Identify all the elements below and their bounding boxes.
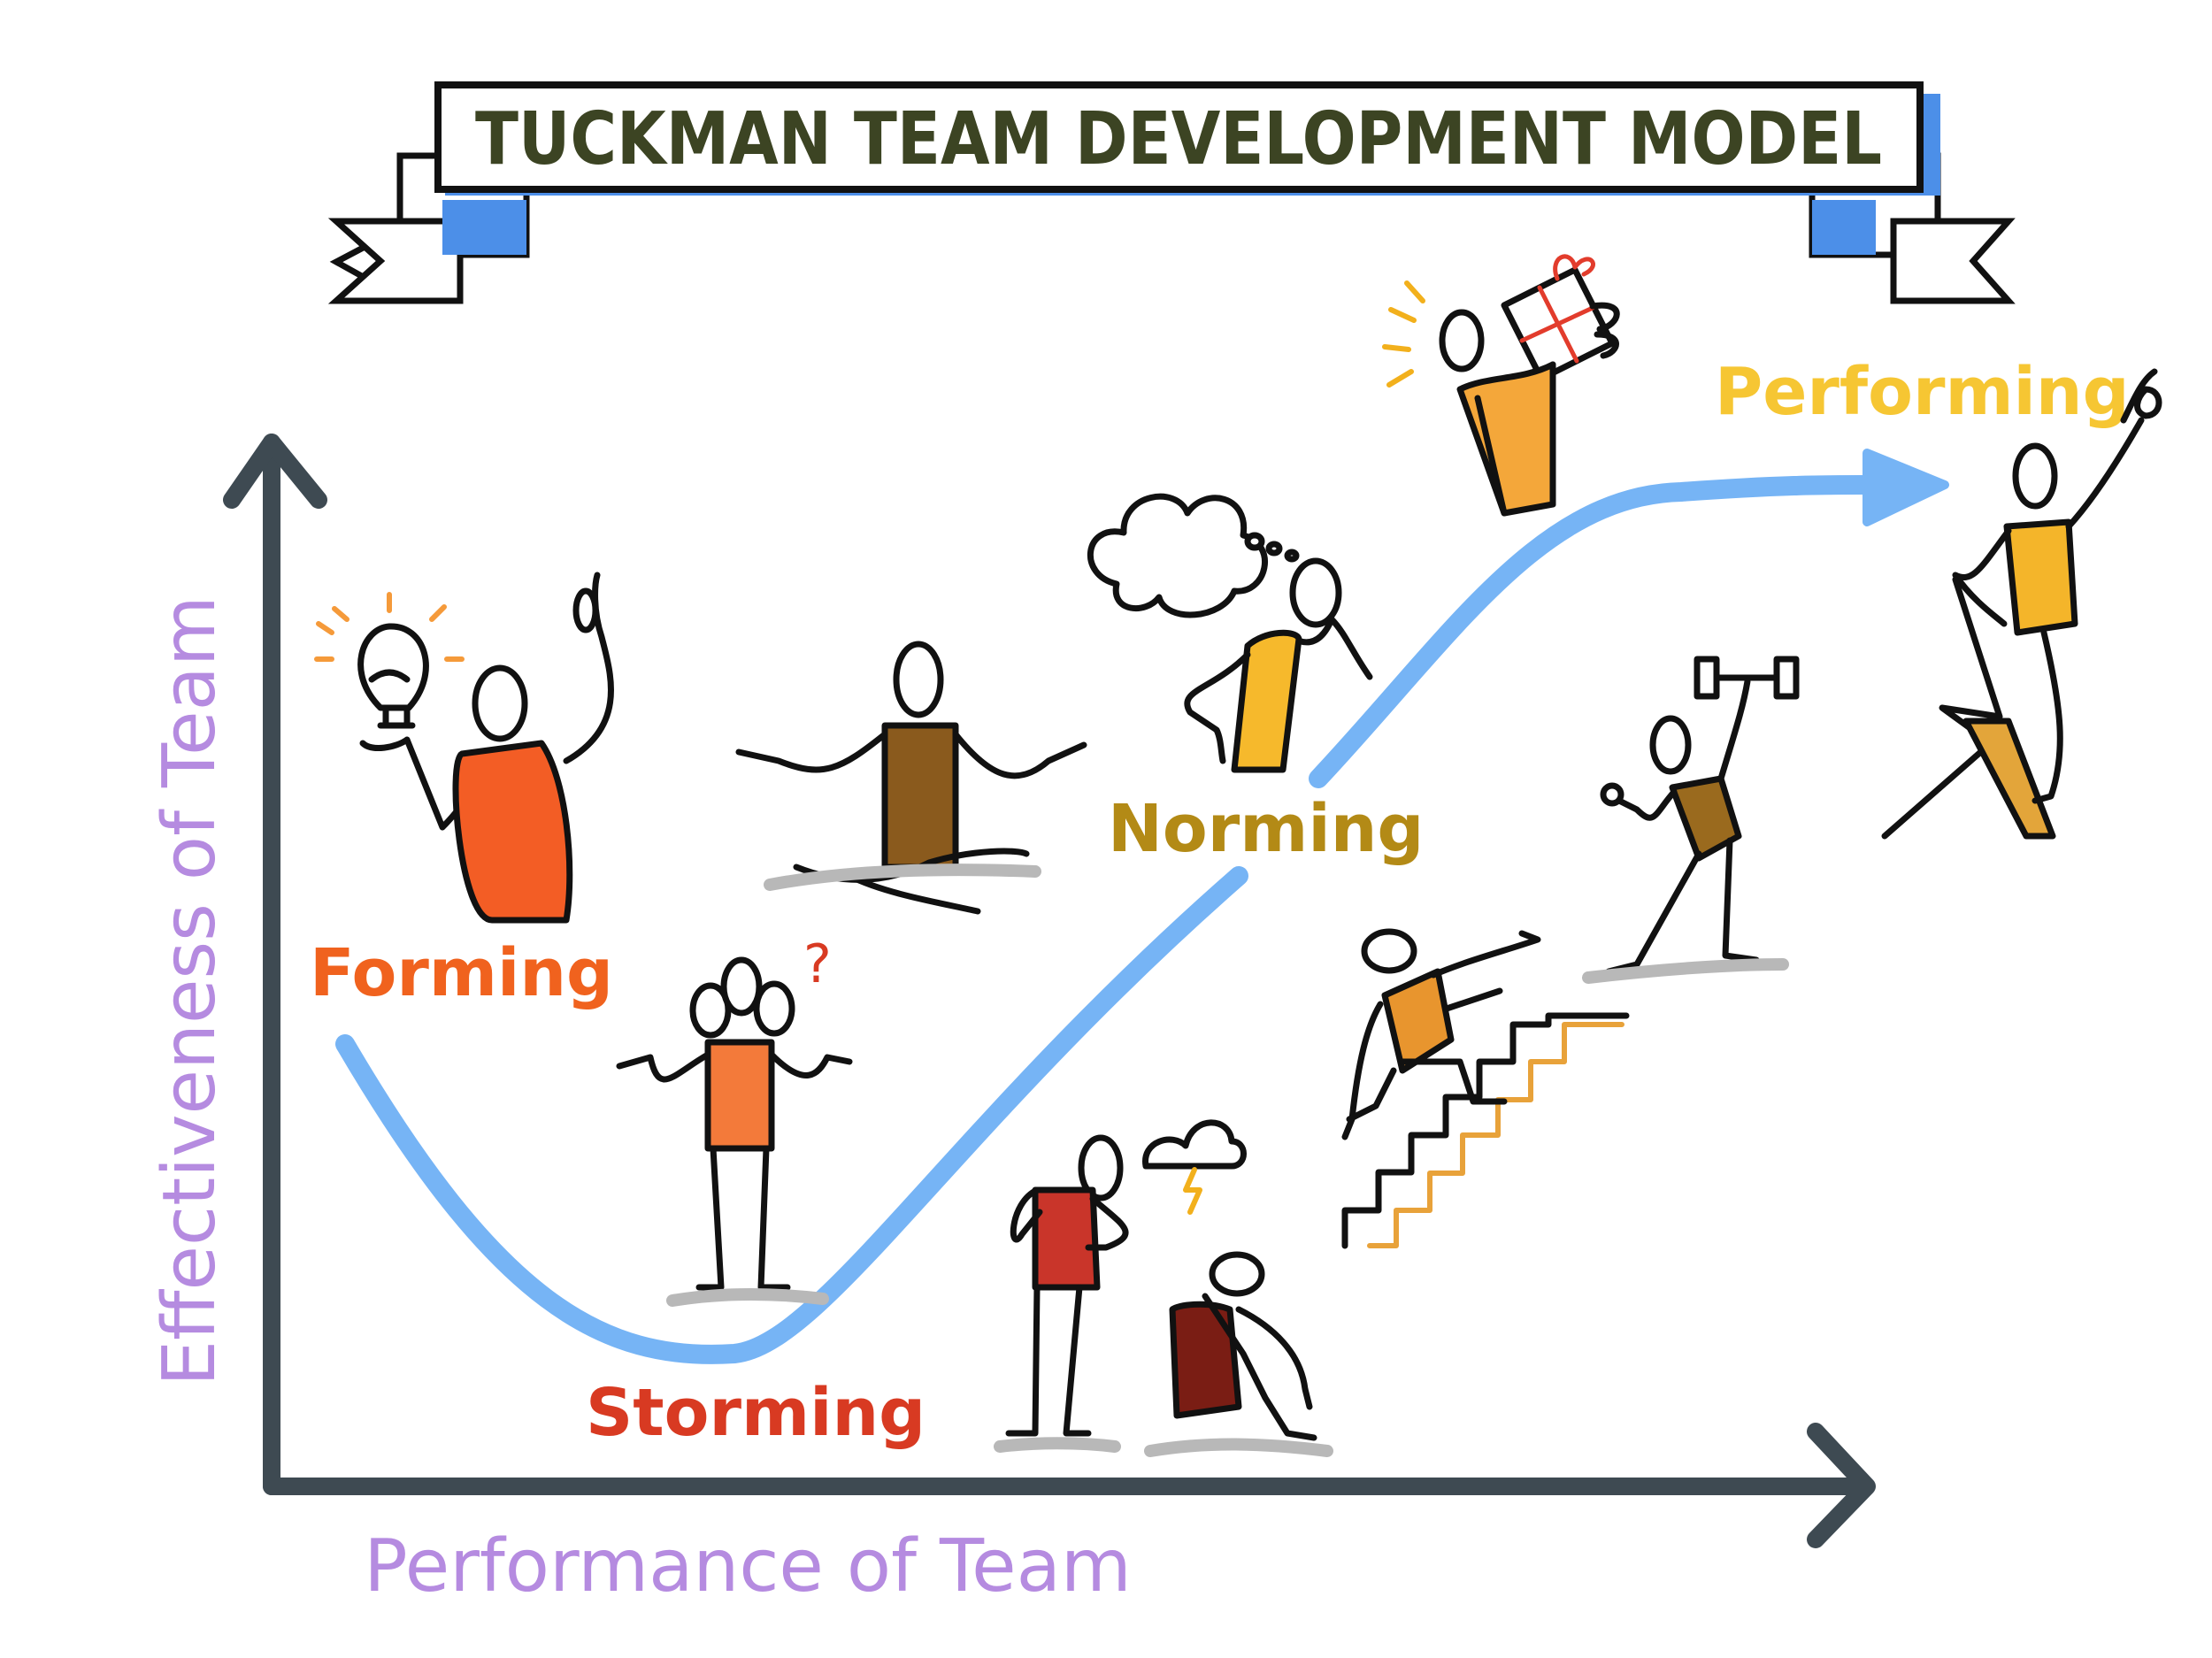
- figure-weights: [1582, 656, 1800, 984]
- title-banner: TUCKMAN TEAM DEVELOPMENT MODEL: [327, 81, 2016, 304]
- question-mark-icon: ?: [803, 933, 832, 995]
- figure-celebrating: [1881, 368, 2162, 840]
- thought-cloud-icon: [1087, 493, 1300, 618]
- lightbulb-icon: [314, 592, 465, 729]
- figure-thinking: [1087, 493, 1373, 773]
- figure-confused: ?: [616, 933, 853, 1307]
- stage-label-norming: Norming: [1108, 791, 1424, 867]
- stage-label-performing: Performing: [1715, 354, 2130, 430]
- development-curve: [335, 475, 1877, 1364]
- figure-climbing: [1341, 928, 1630, 1249]
- x-axis-label: Performance of Team: [364, 1524, 1132, 1608]
- stage-label-forming: Forming: [310, 935, 613, 1011]
- figure-frustrated: [994, 1119, 1247, 1453]
- figure-sad: [1144, 1251, 1333, 1457]
- figure-meditating: [735, 641, 1087, 915]
- stage-label-storming: Storming: [586, 1375, 926, 1451]
- gift-box-icon: [1501, 254, 1620, 382]
- y-axis-arrowhead: [223, 434, 327, 509]
- curve-arrowhead: [1863, 449, 1949, 526]
- figure-idea: [314, 572, 614, 924]
- figure-gift: [1382, 254, 1620, 517]
- y-axis-label: Effectiveness of Team: [148, 595, 232, 1386]
- storm-cloud-icon: [1142, 1119, 1247, 1215]
- banner-title: TUCKMAN TEAM DEVELOPMENT MODEL: [475, 97, 1882, 181]
- dumbbell-icon: [1694, 656, 1800, 700]
- chart-axes: [223, 434, 1876, 1548]
- x-axis-arrowhead: [1807, 1423, 1876, 1548]
